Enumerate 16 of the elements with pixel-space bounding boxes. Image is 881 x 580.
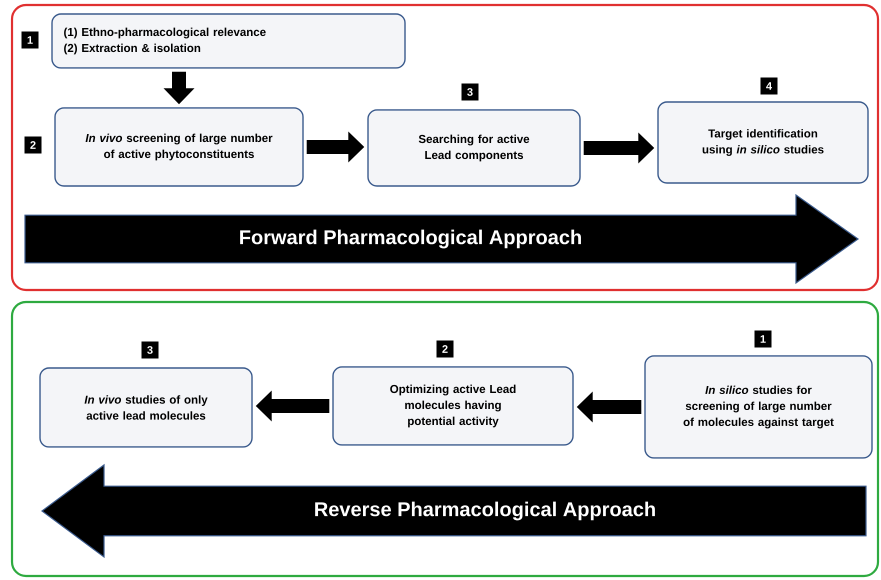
process-box: Searching for active Lead components <box>367 109 581 187</box>
number-badge: 2 <box>436 340 454 358</box>
process-box: Target identification using in silico studies <box>657 101 869 184</box>
panel-frame <box>10 300 880 578</box>
process-box: Optimizing active Lead molecules having potential activity <box>332 366 574 446</box>
process-box: In vivo studies of only active lead molecules <box>39 367 253 448</box>
number-badge: 4 <box>760 77 778 94</box>
number-badge: 3 <box>462 84 478 100</box>
number-badge: 3 <box>142 341 158 358</box>
number-badge: 1 <box>754 330 772 348</box>
process-box: In silico studies for screening of large number of molecules against target <box>644 355 873 459</box>
panel-frame <box>10 4 880 292</box>
number-badge: 1 <box>22 32 38 48</box>
process-box: In vivo screening of large number of active phytoconstituents <box>54 107 304 187</box>
process-box: (1) Ethno-pharmacological relevance (2) Extraction & isolation <box>51 13 406 69</box>
number-badge: 2 <box>24 136 42 154</box>
